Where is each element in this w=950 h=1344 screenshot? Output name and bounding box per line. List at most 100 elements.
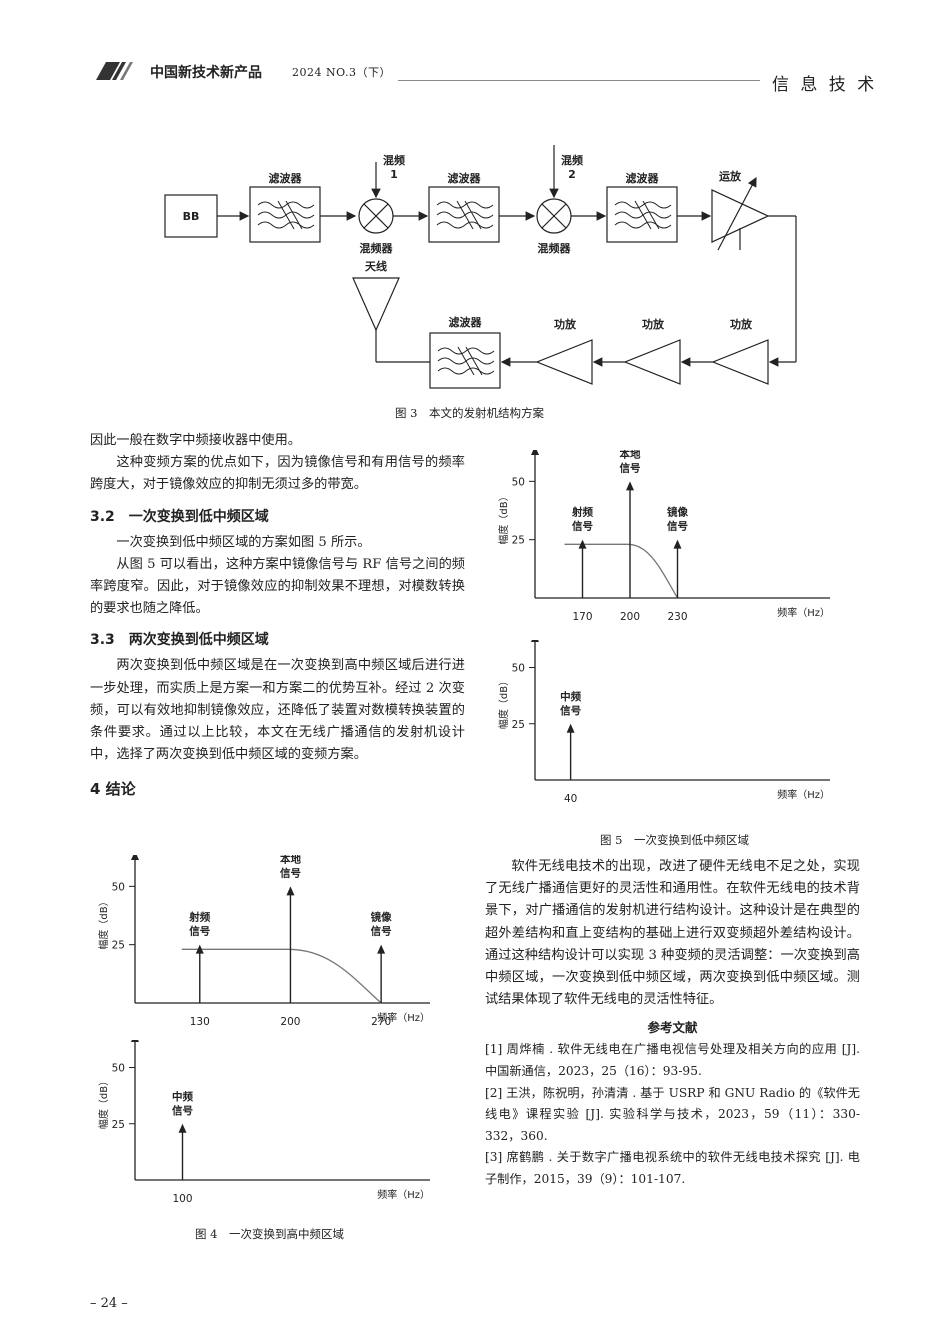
pa-label: 功放 (730, 317, 753, 331)
signal-arrow (566, 723, 575, 733)
section-heading: 3.2 一次变换到低中频区域 (90, 508, 269, 525)
right-column: 软件无线电技术的出现，改进了硬件无线电不足之处，实现了无线广播通信更好的灵活性和… (485, 856, 860, 1191)
y-axis-arrow (131, 1040, 139, 1042)
header-stripes-icon (96, 62, 133, 80)
signal-label: 信号 (667, 520, 688, 533)
signal-label: 信号 (371, 925, 392, 938)
mix1-label: 混频 (383, 153, 405, 167)
y-tick-label: 50 (512, 476, 525, 488)
signal-label: 中频 (172, 1090, 193, 1103)
reference-item: [3] 席鹤鹏 . 关于数字广播电视系统中的软件无线电技术探究 [J]. 电子制… (485, 1150, 860, 1186)
signal-label: 本地 (620, 450, 641, 460)
x-axis-label: 频率（Hz） (777, 606, 830, 619)
reference-item: [2] 王洪，陈祝明，孙清清 . 基于 USRP 和 GNU Radio 的《软… (485, 1085, 860, 1143)
y-axis-label: 幅度（dB） (97, 896, 110, 949)
x-axis-label: 频率（Hz） (377, 1011, 430, 1024)
x-tick-label: 40 (564, 793, 577, 805)
fig5-caption: 图 5 一次变换到低中频区域 (600, 833, 749, 847)
pa-label: 功放 (554, 317, 577, 331)
fig4-caption: 图 4 一次变换到高中频区域 (195, 1227, 344, 1241)
opamp-label: 运放 (719, 169, 742, 183)
y-tick-label: 50 (512, 663, 525, 675)
signal-label: 信号 (560, 704, 581, 717)
signal-arrow (578, 539, 587, 549)
mixer-label: 混频器 (538, 241, 572, 255)
y-axis-label: 幅度（dB） (97, 1076, 110, 1129)
reference-item: [1] 周烨楠 . 软件无线电在广播电视信号处理及相关方向的应用 [J]. 中国… (485, 1042, 860, 1079)
x-axis-label: 频率（Hz） (377, 1188, 430, 1201)
journal-title: 中国新技术新产品 (150, 65, 262, 81)
signal-label: 射频 (188, 911, 210, 924)
filter-1 (249, 186, 321, 243)
filter-label: 滤波器 (448, 171, 482, 185)
mix1-num: 1 (390, 168, 398, 181)
pa-1 (535, 339, 593, 385)
filter-label: 滤波器 (626, 171, 660, 185)
x-tick-label: 230 (667, 611, 687, 623)
paragraph: 从图 5 可以看出，这种方案中镜像信号与 RF 信号之间的频率跨度窄。因此，对于… (90, 556, 465, 617)
signal-label: 信号 (280, 866, 301, 879)
page-number: – 24 – (90, 1296, 128, 1311)
signal-arrow (195, 944, 204, 954)
x-tick-label: 200 (280, 1016, 300, 1028)
journal-issue: 2024 NO.3（下） (292, 66, 391, 79)
x-tick-label: 170 (572, 611, 592, 623)
signal-label: 中频 (560, 690, 581, 703)
y-tick-label: 25 (112, 1119, 125, 1131)
signal-label: 信号 (189, 925, 210, 938)
signal-label: 信号 (172, 1104, 193, 1117)
filter-2 (428, 186, 500, 243)
section-heading: 3.3 两次变换到低中频区域 (90, 632, 269, 649)
left-column: 因此一般在数字中频接收器中使用。 这种变频方案的优点如下，因为镜像信号和有用信号… (90, 430, 465, 799)
y-axis-label: 幅度（dB） (497, 676, 510, 729)
paragraph: 一次变换到低中频区域的方案如图 5 所示。 (116, 534, 371, 550)
y-tick-label: 50 (112, 881, 125, 893)
mix2-num: 2 (568, 168, 576, 181)
x-tick-label: 270 (371, 1016, 391, 1028)
signal-arrow (673, 539, 682, 549)
signal-arrow (626, 481, 634, 491)
signal-arrow (178, 1123, 187, 1133)
signal-label: 本地 (280, 855, 301, 865)
bb-label: BB (183, 210, 200, 223)
section-title: 信 息 技 术 (772, 75, 878, 95)
paragraph: 软件无线电技术的出现，改进了硬件无线电不足之处，实现了无线广播通信更好的灵活性和… (485, 859, 860, 1008)
filter-curve (564, 543, 679, 599)
section-heading: 4 结论 (90, 780, 136, 799)
antenna (352, 277, 400, 332)
paragraph: 因此一般在数字中频接收器中使用。 (90, 433, 301, 448)
signal-label: 镜像 (667, 506, 688, 519)
references-title: 参考文献 (647, 1020, 698, 1036)
x-tick-label: 100 (172, 1193, 192, 1205)
signal-label: 信号 (572, 520, 593, 533)
x-tick-label: 130 (190, 1016, 210, 1028)
y-tick-label: 25 (112, 940, 125, 952)
header-logo (90, 60, 138, 82)
pa-label: 功放 (642, 317, 665, 331)
paragraph: 两次变换到低中频区域是在一次变换到高中频区域后进行进一步处理，而实质上是方案一和… (90, 658, 465, 763)
filter-label: 滤波器 (449, 315, 483, 329)
pa-3 (711, 339, 769, 385)
y-tick-label: 25 (512, 535, 525, 547)
y-axis-arrow (531, 640, 539, 642)
fig3-caption: 图 3 本文的发射机结构方案 (395, 406, 544, 420)
filter-curve (181, 948, 382, 1004)
pa-2 (623, 339, 681, 385)
figure-3-block-diagram: BB 滤波器 混频 1 混频器 天线 滤波器 混频 2 混频器 滤波器 运放 滤… (164, 145, 797, 389)
filter-3 (606, 186, 678, 243)
y-tick-label: 50 (112, 1063, 125, 1075)
antenna-label: 天线 (365, 259, 387, 273)
x-tick-label: 200 (620, 611, 640, 623)
y-axis-arrow (131, 855, 139, 860)
header-rule (398, 80, 760, 81)
signal-arrow (286, 886, 295, 896)
filter-label: 滤波器 (269, 171, 303, 185)
signal-arrow (377, 944, 386, 954)
signal-label: 信号 (620, 461, 641, 474)
filter-4 (429, 332, 501, 389)
mix2-label: 混频 (561, 153, 583, 167)
x-axis-label: 频率（Hz） (777, 788, 830, 801)
